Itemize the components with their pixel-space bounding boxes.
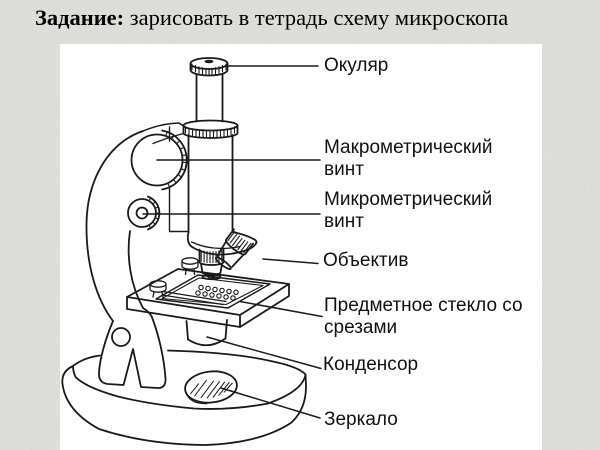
stage [126, 257, 290, 328]
arm [85, 122, 185, 322]
label-fine-focus-knob: Микрометрический винт [324, 189, 493, 232]
body-tube [168, 126, 234, 233]
slide-specimens [195, 284, 239, 301]
leader-lines [142, 65, 323, 419]
stage-clip-screws [149, 257, 199, 298]
title-task-word: Задание: [35, 5, 125, 30]
title-task-text: зарисовать в тетрадь схему микроскопа [129, 5, 509, 30]
leader-condenser [206, 336, 322, 370]
label-objective: Объектив [323, 250, 409, 271]
eyepiece-part [189, 57, 229, 123]
label-specimen-slide: Предметное стекло со срезами [324, 295, 523, 338]
label-coarse-focus-knob: Макрометрический винт [324, 137, 493, 180]
slide-title: Задание: зарисовать в тетрадь схему микр… [35, 5, 508, 31]
label-mirror: Зеркало [324, 409, 398, 430]
label-eyepiece: Окуляр [324, 55, 389, 76]
fine-focus-knob-part [127, 195, 161, 231]
leader-slide [239, 300, 323, 318]
label-condenser: Конденсор [323, 354, 419, 375]
pillar-foot [98, 307, 167, 389]
objective-right [214, 228, 254, 270]
leader-mirror [220, 387, 321, 419]
stage-clip-arm [161, 290, 227, 306]
leader-objective [262, 258, 319, 265]
mirror-part [184, 370, 238, 405]
condenser-part [185, 319, 228, 347]
